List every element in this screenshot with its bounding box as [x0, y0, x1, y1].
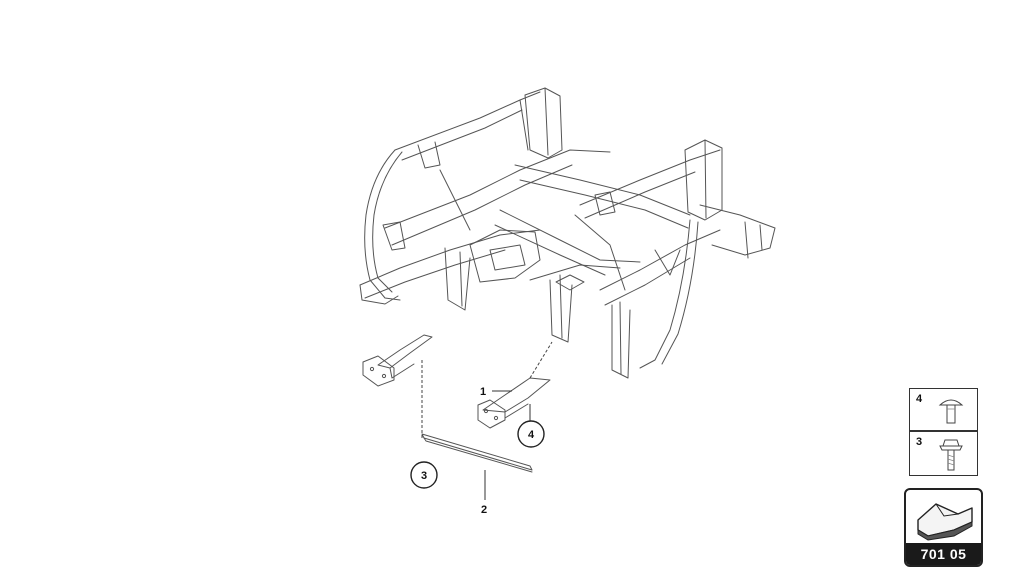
- arrow-continuation-icon: [914, 496, 976, 547]
- part-1-bracket-left: [362, 334, 433, 387]
- callout-circle-4-label: 4: [528, 429, 535, 441]
- legend-item-3[interactable]: 3: [909, 431, 978, 476]
- flange-bolt-icon: [936, 438, 966, 479]
- callout-circle-3-label: 3: [421, 470, 427, 482]
- legend-item-4-number: 4: [916, 393, 923, 405]
- callout-2[interactable]: 2: [481, 504, 487, 516]
- part-2-strip: [421, 433, 533, 473]
- callout-1[interactable]: 1: [480, 386, 486, 398]
- callout-circle-3[interactable]: 3: [410, 461, 438, 489]
- page-reference-code: 701 05: [906, 543, 981, 565]
- legend-item-4[interactable]: 4: [909, 388, 978, 431]
- part-1-bracket: [477, 377, 551, 429]
- assembly-dashed-lines: [421, 341, 553, 438]
- legend-item-3-number: 3: [916, 436, 923, 448]
- frame-assembly: [359, 87, 776, 379]
- rivet-icon: [936, 395, 966, 432]
- leader-lines: [484, 390, 531, 500]
- callout-circle-4[interactable]: 4: [517, 420, 545, 448]
- page-reference-badge[interactable]: 701 05: [904, 488, 983, 567]
